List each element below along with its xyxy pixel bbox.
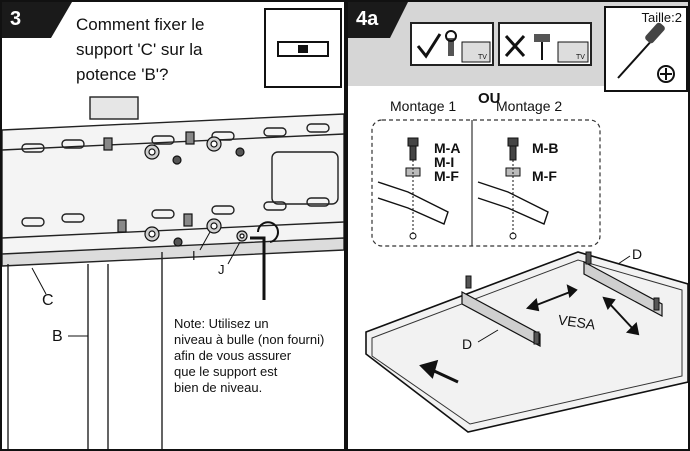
mount-2-part-f: M-F xyxy=(532,168,557,184)
screwdriver-icon xyxy=(617,22,665,79)
wrench-icon xyxy=(445,30,457,56)
label-i: I xyxy=(192,248,196,263)
question-line-1: Comment fixer le xyxy=(76,15,205,34)
check-icon xyxy=(416,33,442,59)
note-line-5: bien de niveau. xyxy=(174,380,263,395)
step-4a-panel: 4a TV xyxy=(346,0,690,451)
label-d-bottom: D xyxy=(462,336,473,352)
screwdriver-size: Taille:2 xyxy=(641,10,682,25)
step-4a-number: 4a xyxy=(356,8,379,30)
tv-tag-no: TV xyxy=(576,54,585,61)
wrong-tools-box: TV xyxy=(498,22,592,66)
question-line-2: support 'C' sur la xyxy=(76,40,203,59)
or-label: OU xyxy=(478,90,501,107)
screwdriver-size-box: Taille:2 xyxy=(604,6,688,92)
mount-2-part-b: M-B xyxy=(532,140,559,156)
label-c: C xyxy=(42,292,54,309)
level-note: Note: Utilisez un niveau à bulle (non fo… xyxy=(174,316,324,396)
step-3-question: Comment fixer le support 'C' sur la pote… xyxy=(76,12,204,87)
note-line-1: Note: Utilisez un xyxy=(174,316,269,331)
tv-bracket-icon: TV xyxy=(557,41,589,63)
question-line-3: potence 'B'? xyxy=(76,65,169,84)
tv-tag-ok: TV xyxy=(478,54,487,61)
note-line-4: que le support est xyxy=(174,364,278,379)
label-j: J xyxy=(218,262,225,277)
bracket-pole-drawing xyxy=(2,96,344,449)
mount-1-part-f: M-F xyxy=(434,168,459,184)
mount-1-part-i: M-I xyxy=(434,154,455,170)
mount-1-part-a: M-A xyxy=(434,140,461,156)
drill-bit-icon xyxy=(534,34,550,60)
mount-1-title: Montage 1 xyxy=(390,98,457,114)
mount-2-title: Montage 2 xyxy=(496,98,563,114)
tv-bracket-icon: TV xyxy=(461,41,491,63)
step-3-badge: 3 xyxy=(2,2,72,38)
allen-key-icon xyxy=(250,236,266,300)
cross-icon xyxy=(504,34,526,58)
label-d-top: D xyxy=(632,246,643,262)
mounting-diagram xyxy=(365,119,688,433)
step-3-number: 3 xyxy=(10,8,22,30)
bubble-level-inset xyxy=(264,8,342,88)
label-b: B xyxy=(52,328,63,345)
correct-tools-box: TV xyxy=(410,22,494,66)
bubble-level-icon xyxy=(277,41,329,57)
phillips-icon xyxy=(657,65,675,83)
step-3-panel: 3 Comment fixer le support 'C' sur la po… xyxy=(0,0,346,451)
note-line-3: afin de vous assurer xyxy=(174,348,292,363)
note-line-2: niveau à bulle (non fourni) xyxy=(174,332,325,347)
